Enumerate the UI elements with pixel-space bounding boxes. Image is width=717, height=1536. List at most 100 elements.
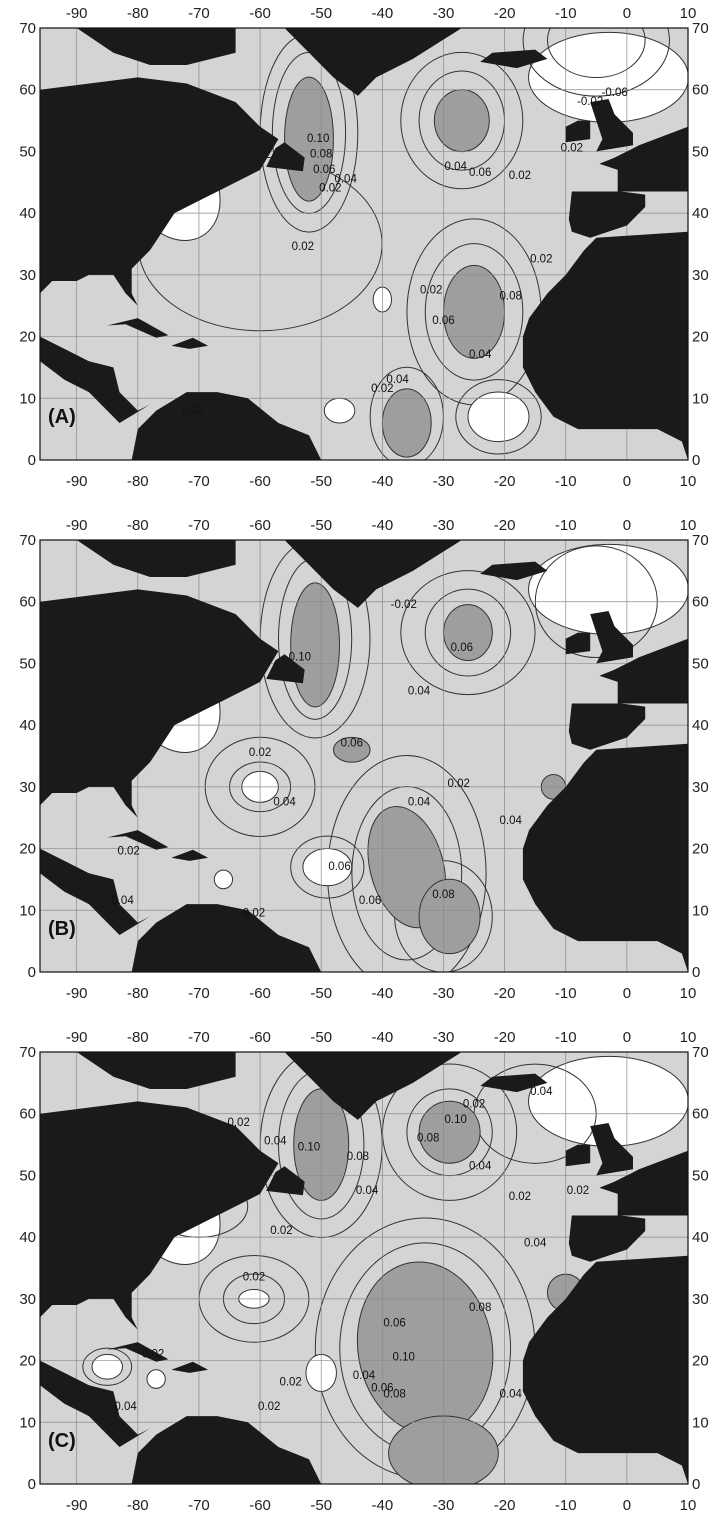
hispaniola-landmass [171,1361,209,1373]
map-frame [39,539,689,973]
contour-label: 0.04 [500,1389,523,1401]
africa-landmass [522,743,688,972]
x-tick-label-bottom: -80 [127,473,149,490]
x-tick-label-top: -70 [188,5,210,22]
x-tick-label-top: -20 [494,5,516,22]
south-america-landmass [131,392,322,460]
x-tick-label-top: 10 [680,517,697,534]
contour-label: 0.06 [451,642,473,654]
y-tick-label-right: 50 [692,655,709,672]
africa-landmass [522,231,688,460]
x-tick-label-bottom: -30 [433,473,455,490]
map-svg: 0.100.080.060.040.020.020.020.020.040.04… [19,5,709,490]
newfoundland-landmass [266,1166,305,1196]
contour-label: 0.02 [463,1099,485,1111]
greenland-landmass [284,1052,462,1120]
low-contour-pocket [146,1369,166,1389]
x-tick-label-bottom: -70 [188,985,210,1002]
shaded-contour-region [443,264,506,359]
x-tick-label-top: -10 [555,1029,577,1046]
y-tick-label-left: 30 [19,1291,36,1308]
south-america-landmass [131,904,322,972]
hispaniola-landmass [171,849,209,861]
europe-landmass [599,638,688,704]
contour-label: 0.08 [347,1151,369,1163]
y-tick-label-right: 10 [692,390,709,407]
x-tick-label-top: 10 [680,1029,697,1046]
y-tick-label-right: 70 [692,20,709,37]
greenland-landmass [284,540,462,608]
ireland-landmass [565,632,591,655]
x-tick-label-bottom: -20 [494,985,516,1002]
baffin-island-landmass [76,540,236,577]
map-svg: 0.020.040.080.100.040.080.100.020.040.04… [19,1029,709,1514]
x-tick-label-bottom: -90 [66,1497,88,1514]
y-tick-label-left: 0 [28,452,36,469]
y-tick-label-right: 30 [692,779,709,796]
x-tick-label-top: 0 [623,1029,631,1046]
y-tick-label-right: 70 [692,1044,709,1061]
x-tick-label-bottom: -90 [66,985,88,1002]
north-america-landmass [40,589,279,972]
panel-label: (B) [48,918,76,940]
contour-line [290,835,365,899]
contour-label: 0.04 [408,796,431,808]
contour-label: 0.04 [353,1370,376,1382]
ireland-landmass [565,120,591,143]
contour-label: 0.02 [509,1191,531,1203]
contour-label: -0.06 [602,87,628,99]
contour-label: 0.06 [359,895,381,907]
cuba-landmass [107,830,169,850]
y-tick-label-left: 10 [19,1414,36,1431]
y-tick-label-left: 60 [19,82,36,99]
contour-label: 0.02 [227,1117,249,1129]
x-tick-label-top: -20 [494,517,516,534]
contour-label: 0.04 [111,895,134,907]
y-tick-label-right: 70 [692,532,709,549]
contour-label: 0.10 [393,1352,415,1364]
x-tick-label-top: -10 [555,517,577,534]
x-tick-label-bottom: 0 [623,473,631,490]
x-tick-label-bottom: -60 [249,473,271,490]
y-tick-label-left: 40 [19,1229,36,1246]
x-tick-label-top: 10 [680,5,697,22]
y-tick-label-left: 30 [19,267,36,284]
map-frame [39,27,689,461]
x-tick-label-top: -30 [433,1029,455,1046]
contour-label: 0.02 [117,846,139,858]
europe-landmass [599,126,688,192]
x-tick-label-top: 0 [623,5,631,22]
x-tick-label-bottom: -50 [310,985,332,1002]
y-tick-label-right: 40 [692,205,709,222]
contour-label: 0.02 [258,1401,280,1413]
x-tick-label-top: -60 [249,517,271,534]
contour-label: 0.02 [509,170,531,182]
contour-label: 0.04 [530,1086,553,1098]
shaded-contour-region [418,1100,481,1164]
y-tick-label-left: 20 [19,841,36,858]
x-tick-label-bottom: -70 [188,1497,210,1514]
contour-label: 0.06 [469,167,491,179]
y-tick-label-right: 30 [692,267,709,284]
contour-label: 0.04 [356,1185,379,1197]
x-tick-label-bottom: -10 [555,1497,577,1514]
map-frame [39,1051,689,1485]
x-tick-label-bottom: -40 [371,985,393,1002]
x-tick-label-top: -80 [127,517,149,534]
x-tick-label-top: -70 [188,1029,210,1046]
iceland-landmass [480,561,548,581]
y-tick-label-right: 0 [692,1476,700,1493]
contour-label: 0.04 [469,1160,492,1172]
iberia-landmass [568,1215,646,1262]
baffin-island-landmass [76,1052,236,1089]
low-contour-pocket [91,1353,123,1380]
contour-label: 0.08 [432,889,454,901]
central-america-landmass [40,848,150,935]
contour-label: 0.02 [270,1225,292,1237]
contour-label: 0.04 [445,161,468,173]
x-tick-label-top: -30 [433,5,455,22]
contour-label: 0.04 [469,349,492,361]
x-tick-label-bottom: -20 [494,1497,516,1514]
map-body [40,1052,688,1484]
british-isles-landmass [590,99,633,152]
